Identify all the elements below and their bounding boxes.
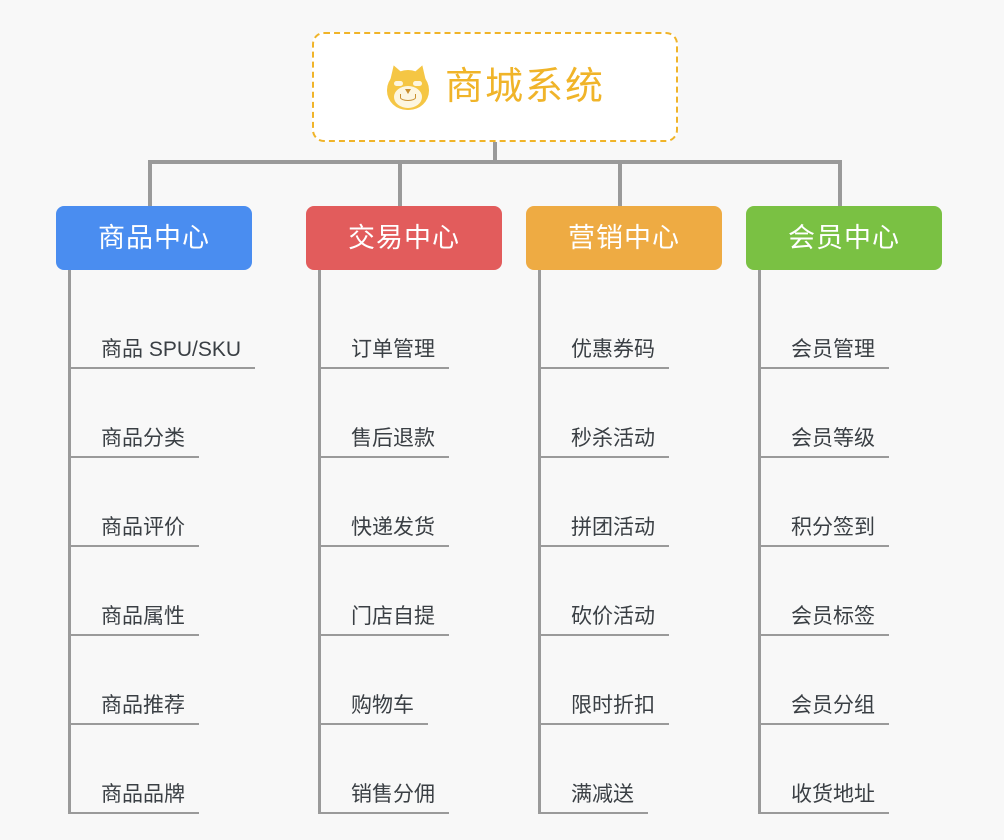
leaf-item[interactable]: 商品品牌 <box>71 725 252 814</box>
leaf-item[interactable]: 满减送 <box>541 725 722 814</box>
leaf-item-label: 会员标签 <box>791 605 889 636</box>
leaf-item-label: 商品分类 <box>101 427 199 458</box>
leaf-item-label: 会员等级 <box>791 427 889 458</box>
leaf-item[interactable]: 订单管理 <box>321 280 502 369</box>
leaf-item[interactable]: 商品 SPU/SKU <box>71 280 256 369</box>
leaf-connector <box>71 545 101 547</box>
category-header-3[interactable]: 营销中心 <box>526 206 722 270</box>
leaf-item[interactable]: 优惠券码 <box>541 280 722 369</box>
leaf-connector <box>541 812 571 814</box>
leaf-item-label: 限时折扣 <box>571 694 669 725</box>
horizontal-bus-connector <box>150 160 838 164</box>
leaf-item-label: 门店自提 <box>351 605 449 636</box>
leaf-connector <box>71 723 101 725</box>
leaf-item[interactable]: 砍价活动 <box>541 547 722 636</box>
category-header-1[interactable]: 商品中心 <box>56 206 252 270</box>
leaf-item[interactable]: 会员标签 <box>761 547 942 636</box>
branch-trunk-4: 会员管理会员等级积分签到会员标签会员分组收货地址 <box>758 270 942 814</box>
leaf-item[interactable]: 快递发货 <box>321 458 502 547</box>
drop-connector-4 <box>838 160 842 208</box>
leaf-item-label: 商品 SPU/SKU <box>101 338 256 369</box>
leaf-item-label: 商品推荐 <box>101 694 199 725</box>
branch-trunk-1: 商品 SPU/SKU 商品分类商品评价商品属性商品推荐商品品牌 <box>68 270 256 814</box>
leaf-item[interactable]: 售后退款 <box>321 369 502 458</box>
category-header-4[interactable]: 会员中心 <box>746 206 942 270</box>
leaf-item-label: 优惠券码 <box>571 338 669 369</box>
leaf-item[interactable]: 会员等级 <box>761 369 942 458</box>
leaf-item-label: 拼团活动 <box>571 516 669 547</box>
drop-connector-2 <box>398 160 402 208</box>
leaf-connector <box>321 456 351 458</box>
leaf-item-label: 满减送 <box>571 783 648 814</box>
leaf-connector <box>321 812 351 814</box>
leaf-connector <box>761 634 791 636</box>
leaf-connector <box>541 456 571 458</box>
leaf-item[interactable]: 销售分佣 <box>321 725 502 814</box>
leaf-connector <box>761 812 791 814</box>
leaf-connector <box>321 634 351 636</box>
leaf-item[interactable]: 限时折扣 <box>541 636 722 725</box>
leaf-item-label: 售后退款 <box>351 427 449 458</box>
drop-connector-1 <box>148 160 152 208</box>
leaf-item[interactable]: 商品属性 <box>71 547 252 636</box>
shiba-dog-face-icon <box>385 62 431 110</box>
leaf-connector <box>541 723 571 725</box>
leaf-item-label: 商品品牌 <box>101 783 199 814</box>
leaf-connector <box>541 367 571 369</box>
leaf-item[interactable]: 商品评价 <box>71 458 252 547</box>
leaf-connector <box>71 456 101 458</box>
leaf-connector <box>761 367 791 369</box>
leaf-connector <box>71 812 101 814</box>
leaf-connector <box>541 634 571 636</box>
leaf-item[interactable]: 拼团活动 <box>541 458 722 547</box>
leaf-connector <box>761 723 791 725</box>
leaf-item[interactable]: 积分签到 <box>761 458 942 547</box>
leaf-item[interactable]: 秒杀活动 <box>541 369 722 458</box>
leaf-connector <box>71 367 101 369</box>
leaf-item[interactable]: 购物车 <box>321 636 502 725</box>
leaf-connector <box>541 545 571 547</box>
leaf-item[interactable]: 会员管理 <box>761 280 942 369</box>
drop-connector-3 <box>618 160 622 208</box>
leaf-item-label: 商品属性 <box>101 605 199 636</box>
category-column-2: 交易中心订单管理售后退款快递发货门店自提购物车销售分佣 <box>306 206 502 814</box>
leaf-item-label: 商品评价 <box>101 516 199 547</box>
leaf-connector <box>321 545 351 547</box>
leaf-connector <box>761 456 791 458</box>
leaf-connector <box>761 545 791 547</box>
leaf-item-label: 销售分佣 <box>351 783 449 814</box>
leaf-item-label: 快递发货 <box>351 516 449 547</box>
leaf-item-label: 会员分组 <box>791 694 889 725</box>
leaf-item-label: 收货地址 <box>791 783 889 814</box>
leaf-item-label: 积分签到 <box>791 516 889 547</box>
leaf-connector <box>321 723 351 725</box>
branch-trunk-2: 订单管理售后退款快递发货门店自提购物车销售分佣 <box>318 270 502 814</box>
leaf-connector <box>321 367 351 369</box>
category-column-3: 营销中心优惠券码秒杀活动拼团活动砍价活动限时折扣满减送 <box>526 206 722 814</box>
leaf-item-label: 会员管理 <box>791 338 889 369</box>
leaf-item-label: 砍价活动 <box>571 605 669 636</box>
branch-trunk-3: 优惠券码秒杀活动拼团活动砍价活动限时折扣满减送 <box>538 270 722 814</box>
category-header-2[interactable]: 交易中心 <box>306 206 502 270</box>
leaf-item[interactable]: 会员分组 <box>761 636 942 725</box>
leaf-connector <box>71 634 101 636</box>
leaf-item-label: 秒杀活动 <box>571 427 669 458</box>
leaf-item[interactable]: 商品推荐 <box>71 636 252 725</box>
leaf-item[interactable]: 商品分类 <box>71 369 252 458</box>
category-column-4: 会员中心会员管理会员等级积分签到会员标签会员分组收货地址 <box>746 206 942 814</box>
root-node-title: 商城系统 <box>444 66 605 108</box>
leaf-item[interactable]: 门店自提 <box>321 547 502 636</box>
category-column-1: 商品中心商品 SPU/SKU 商品分类商品评价商品属性商品推荐商品品牌 <box>56 206 256 814</box>
leaf-item-label: 订单管理 <box>351 338 449 369</box>
leaf-item[interactable]: 收货地址 <box>761 725 942 814</box>
root-node-mall-system[interactable]: 商城系统 <box>312 32 678 142</box>
leaf-item-label: 购物车 <box>351 694 428 725</box>
root-stem-connector <box>493 142 497 163</box>
